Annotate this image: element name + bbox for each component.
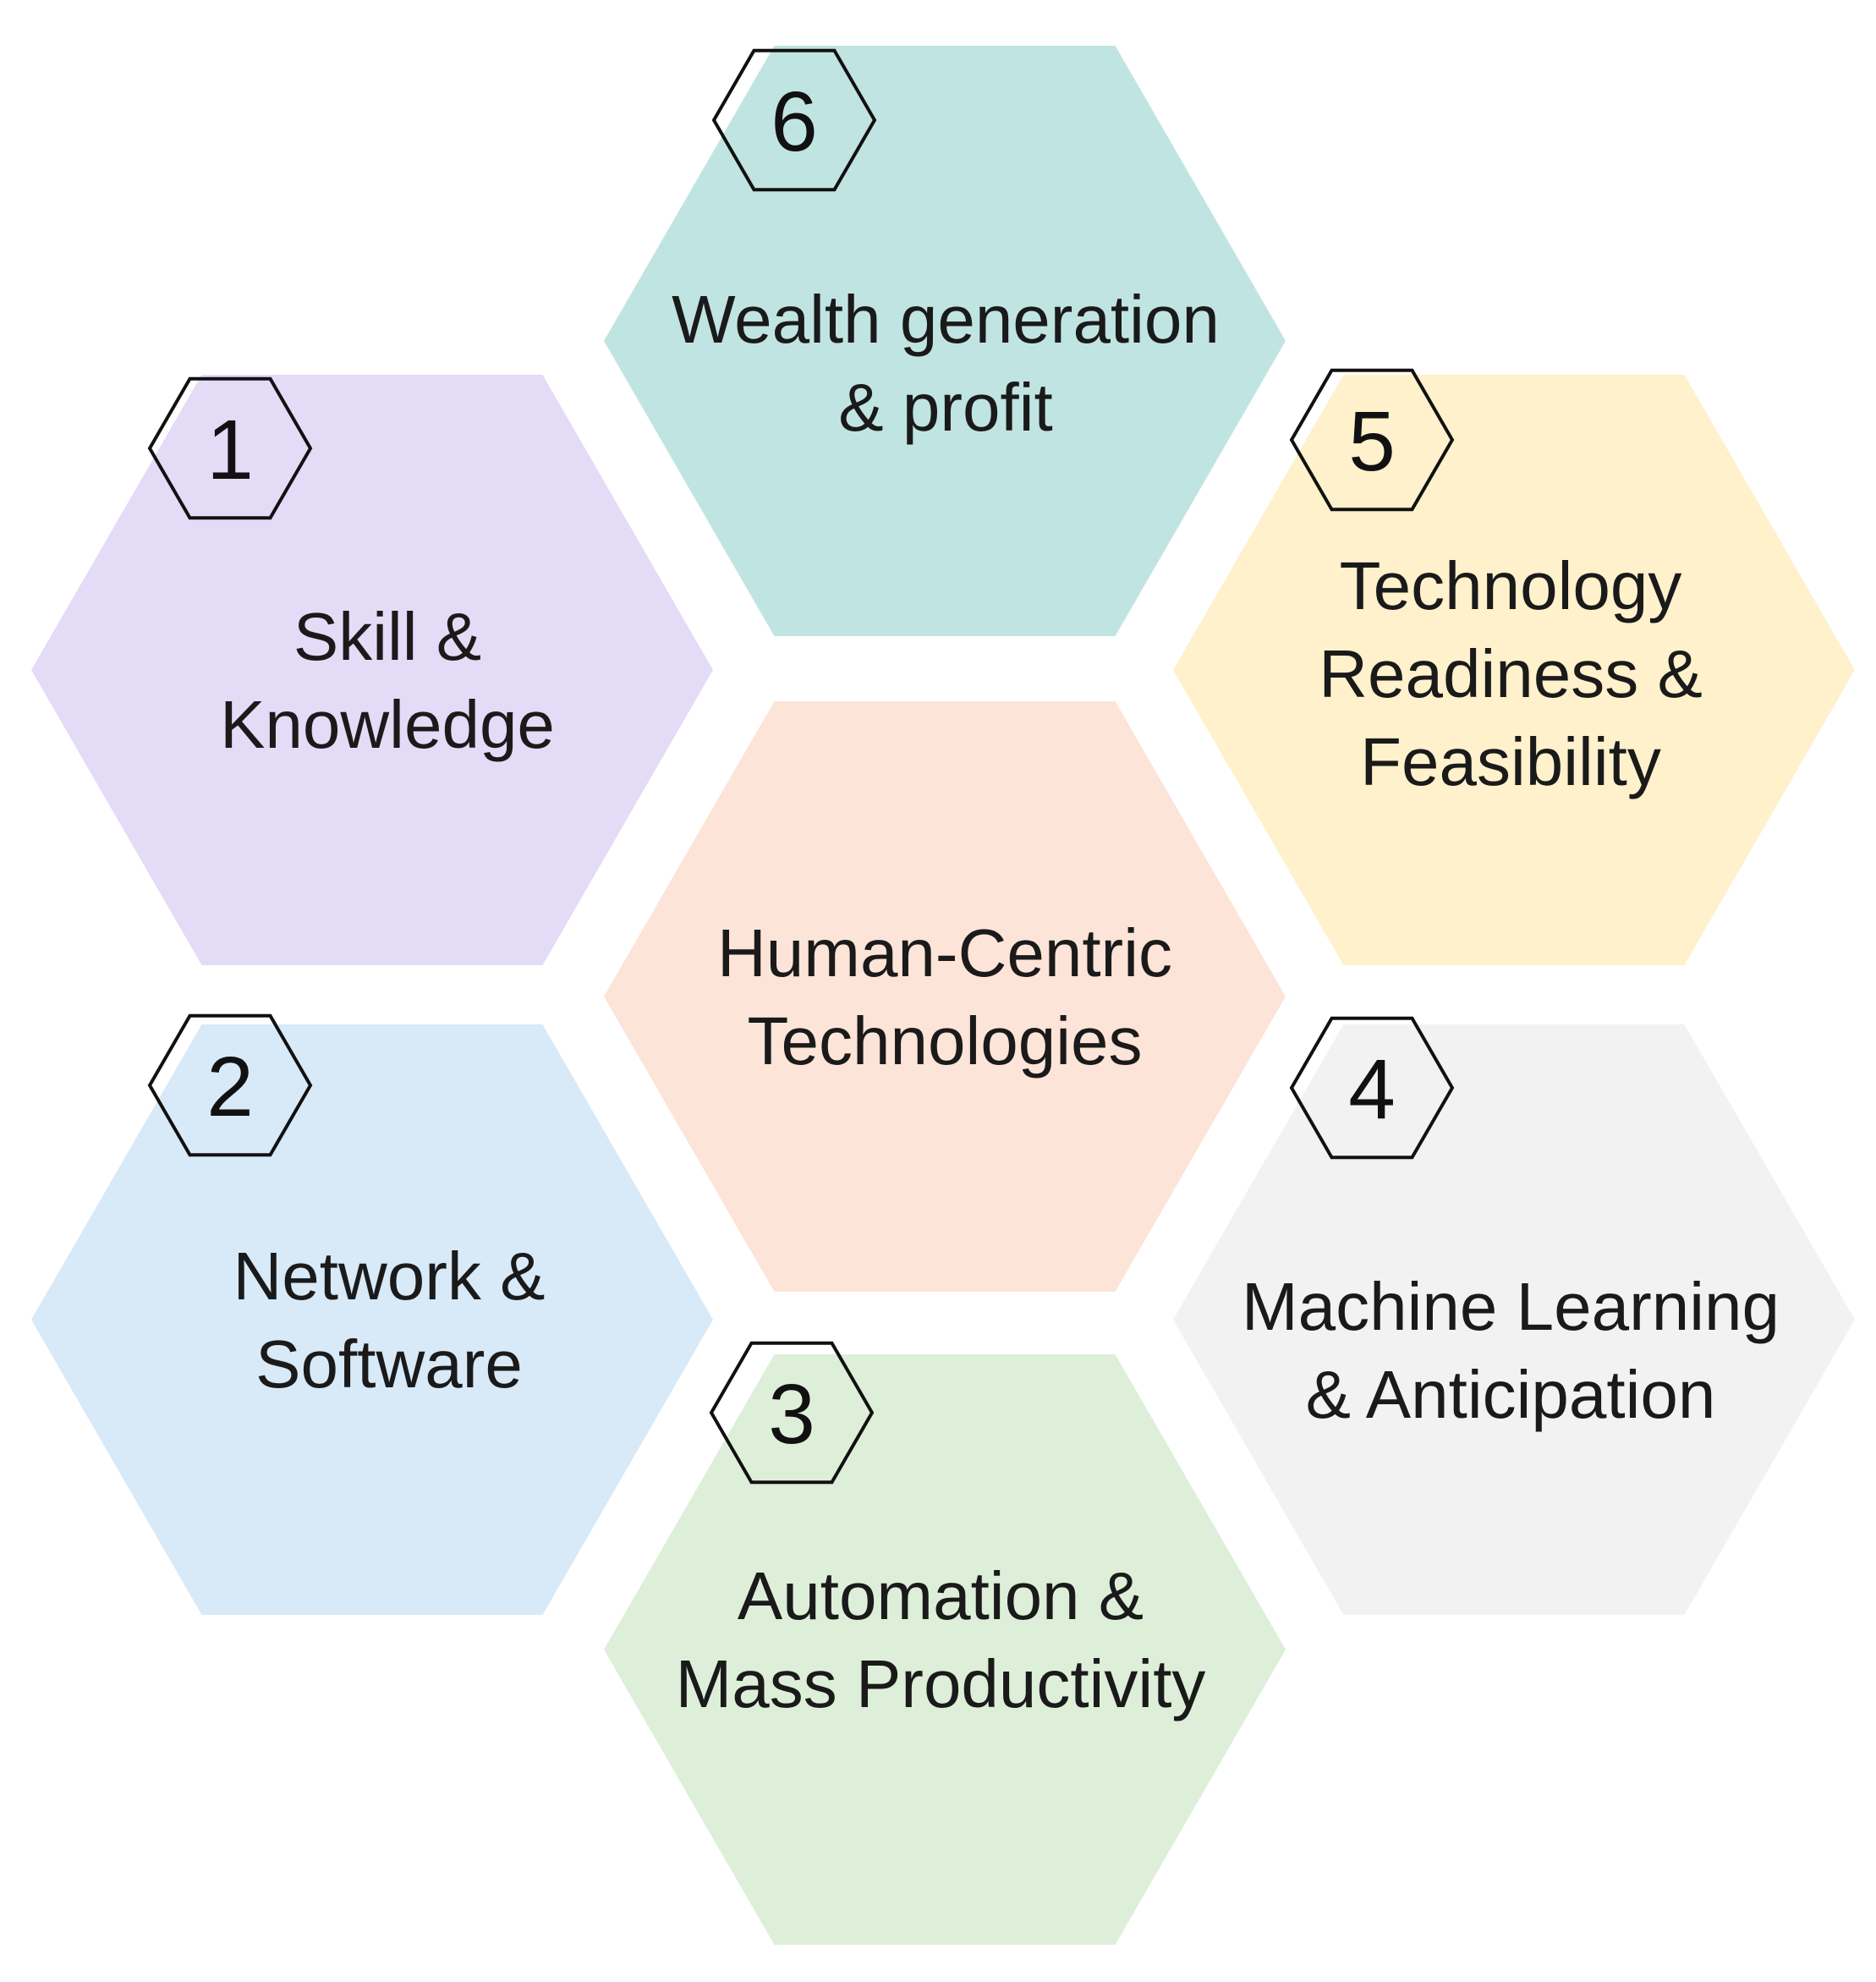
center-label-line: Technologies — [748, 1003, 1143, 1079]
label-automation-line: Automation & — [738, 1558, 1144, 1633]
label-technology-readiness-line: Feasibility — [1360, 724, 1661, 799]
hexagon-skill — [31, 375, 713, 965]
hexagon-automation — [604, 1354, 1286, 1945]
hexagon-wealth — [604, 46, 1286, 636]
center-label-line: Human-Centric — [717, 915, 1172, 991]
badge-number: 6 — [771, 74, 818, 169]
label-wealth-line: Wealth generation — [672, 282, 1220, 357]
label-machine-learning-line: & Anticipation — [1306, 1357, 1716, 1432]
label-technology-readiness-line: Readiness & — [1319, 636, 1703, 711]
hexagon-machine-learning — [1173, 1024, 1855, 1615]
label-technology-readiness-line: Technology — [1340, 548, 1682, 623]
hexagon-badge-icon — [1289, 1016, 1455, 1160]
label-wealth: Wealth generation & profit — [672, 282, 1220, 445]
label-automation: Automation & Mass Productivity — [676, 1558, 1206, 1721]
hexagon-badge-icon — [147, 1013, 313, 1157]
badge-wealth: 6 — [711, 48, 877, 192]
badge-number: 3 — [768, 1367, 815, 1462]
hexagon-layer — [31, 46, 1855, 1945]
badge-skill: 1 — [147, 376, 313, 520]
hexagon-badge-icon — [711, 48, 877, 192]
badge-number: 2 — [206, 1040, 254, 1134]
badge-automation: 3 — [709, 1341, 875, 1485]
label-skill: Skill & Knowledge — [220, 599, 555, 762]
label-machine-learning-line: Machine Learning — [1242, 1269, 1780, 1344]
hexagon-network — [31, 1024, 713, 1615]
number-badge-layer: 1 2 3 4 5 6 — [147, 48, 1455, 1485]
badge-number: 4 — [1348, 1042, 1396, 1137]
hexagon-badge-icon — [1289, 368, 1455, 512]
badge-number: 1 — [206, 403, 254, 497]
badge-number: 5 — [1348, 394, 1396, 489]
label-wealth-line: & profit — [838, 370, 1052, 445]
badge-machine-learning: 4 — [1289, 1016, 1455, 1160]
badge-network: 2 — [147, 1013, 313, 1157]
hexagon-badge-icon — [709, 1341, 875, 1485]
label-automation-line: Mass Productivity — [676, 1646, 1206, 1721]
hexagon-technology-readiness — [1173, 375, 1855, 965]
label-skill-line: Skill & — [293, 599, 481, 674]
label-machine-learning: Machine Learning & Anticipation — [1242, 1269, 1780, 1432]
center-hexagon — [604, 701, 1286, 1292]
hexagon-badge-icon — [147, 376, 313, 520]
label-network: Network & Software — [233, 1238, 546, 1402]
label-skill-line: Knowledge — [220, 687, 555, 762]
label-network-line: Software — [255, 1326, 523, 1402]
label-network-line: Network & — [233, 1238, 546, 1314]
badge-technology-readiness: 5 — [1289, 368, 1455, 512]
